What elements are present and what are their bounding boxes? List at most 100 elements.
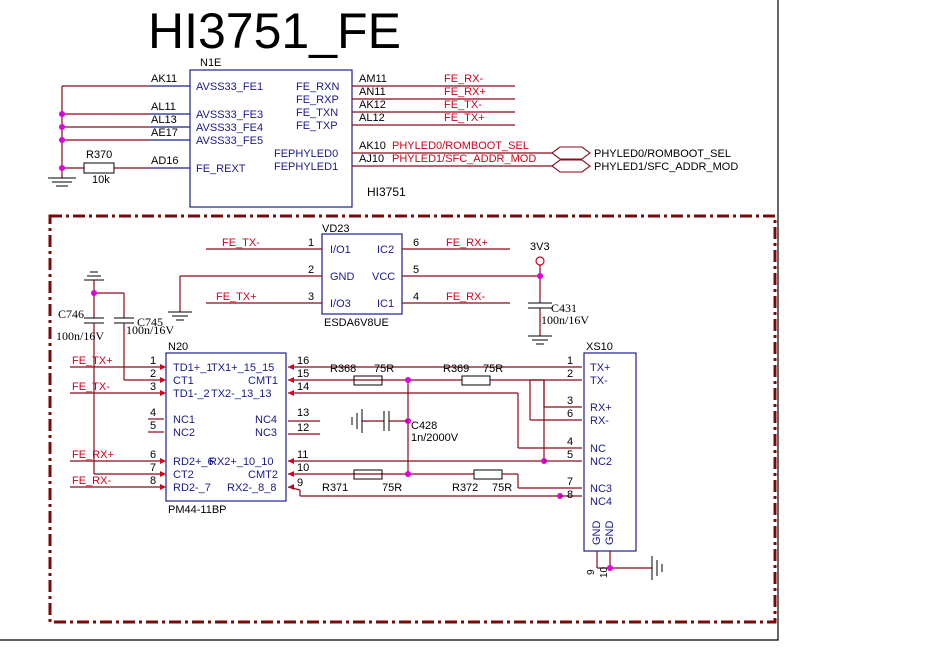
u1-pin-fe-rxn: FE_RXN <box>296 81 339 93</box>
xs10-pin9-num: 9 <box>586 569 597 575</box>
n20-pin12-num: 12 <box>297 422 309 434</box>
n20-part: PM44-11BP <box>168 504 227 516</box>
power-3v3-label: 3V3 <box>530 241 550 253</box>
c746-value: 100n/16V <box>56 329 104 343</box>
vd23-pin-gnd: GND <box>330 271 355 283</box>
n20-ref: N20 <box>168 341 188 353</box>
u1-pin-avss33-fe4: AVSS33_FE4 <box>196 122 263 134</box>
port-label-phyled1: PHYLED1/SFC_ADDR_MOD <box>594 161 738 173</box>
u1-ball-ak12: AK12 <box>359 99 386 111</box>
power-port-icon <box>535 256 545 266</box>
ic-hi3751-body <box>189 69 353 208</box>
ground-symbol-icon <box>651 556 663 580</box>
sheet-border <box>0 0 779 641</box>
r368-value: 75R <box>374 363 394 375</box>
r369-value: 75R <box>483 363 503 375</box>
n20-pin6-num: 6 <box>150 449 156 461</box>
u1-net-fe-tx-plus: FE_TX+ <box>444 112 485 124</box>
u1-pin-fephyled1: FEPHYLED1 <box>274 161 338 173</box>
u1-net-fe-rx-minus: FE_RX- <box>444 73 483 85</box>
connector-xs10: XS10 1 2 3 6 4 5 7 8 TX+ TX- RX+ RX- NC … <box>567 341 663 580</box>
n20-pin-nc2: NC2 <box>173 427 195 439</box>
ic-hi3751-name: HI3751 <box>367 185 406 199</box>
esd-diode-vd23: VD23 ESDA6V8UE 1 2 3 6 5 4 I/O1 GND I/O3… <box>168 223 540 329</box>
xs10-pin10-num: 10 <box>599 566 610 578</box>
vd23-net-fe-rx-minus: FE_RX- <box>446 291 485 303</box>
n20-net-fe-tx-plus: FE_TX+ <box>72 355 113 367</box>
n20-pin13-num: 13 <box>297 407 309 419</box>
port-label-phyled0: PHYLED0/ROMBOOT_SEL <box>594 148 731 160</box>
n20-pin2-num: 2 <box>150 368 156 380</box>
n20-pin-nc4: NC4 <box>255 414 277 426</box>
u1-net-fe-tx-minus: FE_TX- <box>444 99 482 111</box>
vd23-pin2-num: 2 <box>308 264 314 276</box>
n20-net-fe-rx-minus: FE_RX- <box>72 475 111 487</box>
vd23-pin1-num: 1 <box>308 237 314 249</box>
ic-hi3751: N1E HI3751 AK11 AL11 AL13 AE17 AD16 AVSS… <box>150 57 738 208</box>
xs10-pin-nc2: NC2 <box>590 456 612 468</box>
vd23-part: ESDA6V8UE <box>324 317 389 329</box>
n20-pin-cmt1: CMT1 <box>248 375 278 387</box>
u1-ball-am11: AM11 <box>359 73 387 85</box>
u1-net-phyled1: PHYLED1/SFC_ADDR_MOD <box>392 153 536 165</box>
xs10-pin-tx-plus: TX+ <box>590 362 610 374</box>
xs10-pin-nc3: NC3 <box>590 483 612 495</box>
n20-pin-cmt2: CMT2 <box>248 469 278 481</box>
u1-ball-ae17: AE17 <box>151 127 178 139</box>
xs10-pin6-num: 6 <box>567 408 573 420</box>
n20-pin-rx2-minus: RX2-_8_8 <box>227 482 277 494</box>
r371-value: 75R <box>382 482 402 494</box>
xs10-pin-rx-plus: RX+ <box>590 402 612 414</box>
r370-value: 10k <box>92 174 110 186</box>
n20-pin-nc1: NC1 <box>173 414 195 426</box>
n20-net-fe-tx-minus: FE_TX- <box>72 381 110 393</box>
vd23-pin6-num: 6 <box>413 237 419 249</box>
u1-ball-ak10: AK10 <box>359 140 386 152</box>
n20-pin7-num: 7 <box>150 462 156 474</box>
vd23-pin-io3: I/O3 <box>330 298 351 310</box>
n20-pin-ct2: CT2 <box>173 469 194 481</box>
xs10-pin8-num: 8 <box>567 489 573 501</box>
ic-hi3751-ref: N1E <box>200 57 221 69</box>
r368-ref: R368 <box>330 363 356 375</box>
vd23-net-fe-tx-plus: FE_TX+ <box>216 291 257 303</box>
u1-ball-ak11: AK11 <box>151 73 177 85</box>
n20-pin-td1-plus: TD1+_1 <box>173 362 212 374</box>
resistor-r369 <box>461 375 491 386</box>
ground-symbol-icon <box>48 177 76 187</box>
sheet-title: HI3751_FE <box>148 3 401 59</box>
vd23-pin5-num: 5 <box>413 264 419 276</box>
xs10-pin5-num: 5 <box>567 449 573 461</box>
vd23-body <box>321 233 403 315</box>
u1-pin-avss33-fe1: AVSS33_FE1 <box>196 81 263 93</box>
power-3v3-net: 3V3 C431 100n/16V <box>528 241 589 345</box>
u1-net-fe-rx-plus: FE_RX+ <box>444 86 486 98</box>
n20-pin4-num: 4 <box>150 407 156 419</box>
transformer-n20: N20 PM44-11BP FE_TX+ FE_TX- FE_RX+ FE_RX… <box>70 341 582 516</box>
bob-smith-termination: R368 75R R369 75R R371 75R R372 75R C428… <box>322 363 582 499</box>
r371-ref: R371 <box>322 482 348 494</box>
n20-pin9-num: 9 <box>297 477 303 489</box>
xs10-pin2-num: 2 <box>567 368 573 380</box>
u1-pin-fe-rext: FE_REXT <box>196 163 246 175</box>
vd23-net-fe-tx-minus: FE_TX- <box>222 237 260 249</box>
n20-pin8-num: 8 <box>150 475 156 487</box>
vd23-pin-io1: I/O1 <box>330 244 351 256</box>
n20-pin15-num: 15 <box>297 368 309 380</box>
r372-ref: R372 <box>452 482 478 494</box>
xs10-pin3-num: 3 <box>567 395 573 407</box>
n20-pin5-num: 5 <box>150 420 156 432</box>
n20-pin16-num: 16 <box>297 355 309 367</box>
xs10-pin-tx-minus: TX- <box>590 375 608 387</box>
n20-pin-rd2-minus: RD2-_7 <box>173 482 211 494</box>
n20-pin-rd2-plus: RD2+_6 <box>173 456 214 468</box>
c428-ref: C428 <box>411 420 437 432</box>
xs10-pin-nc4: NC4 <box>590 496 612 508</box>
n20-pin10-num: 10 <box>297 462 309 474</box>
chassis-ground-icon <box>351 409 363 433</box>
xs10-pin-gnd-b: GND <box>604 521 616 546</box>
ground-symbol-icon <box>84 271 104 281</box>
vd23-pin-ic2: IC2 <box>377 244 394 256</box>
r369-ref: R369 <box>443 363 469 375</box>
n20-net-fe-rx-plus: FE_RX+ <box>72 449 114 461</box>
